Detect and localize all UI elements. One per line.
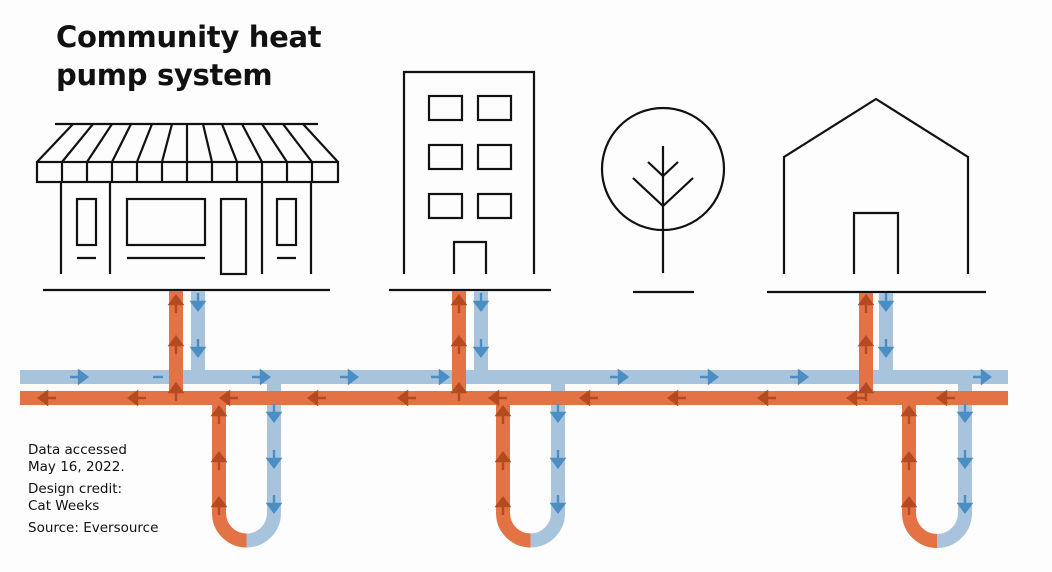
flow-arrow-down — [956, 404, 974, 423]
borehole-bend-cool — [936, 512, 972, 548]
design-credit-name: Cat Weeks — [28, 498, 100, 514]
flow-arrow-up — [900, 405, 918, 424]
storefront-icon — [35, 122, 340, 292]
flow-arrow-up — [167, 335, 185, 354]
flow-arrow-left — [127, 389, 146, 407]
flow-arrow-up — [857, 294, 875, 313]
flow-arrow-down — [265, 495, 283, 514]
source-text: Source: Eversource — [28, 520, 159, 536]
flow-arrow-up — [167, 382, 185, 401]
flow-arrow-down — [472, 339, 490, 358]
flow-arrow-up — [857, 382, 875, 401]
borehole-bend-warm — [212, 512, 248, 548]
flow-arrow-left — [219, 389, 238, 407]
flow-arrow-up — [210, 451, 228, 470]
borehole-bend-warm — [496, 512, 532, 548]
flow-arrow-right — [252, 368, 271, 386]
flow-arrow-down — [472, 293, 490, 312]
flow-arrow-up — [900, 451, 918, 470]
flow-arrow-down — [265, 450, 283, 469]
flow-arrow-down — [956, 450, 974, 469]
flow-arrow-right — [340, 368, 359, 386]
flow-arrow-down — [265, 404, 283, 423]
flow-arrow-right — [973, 368, 992, 386]
flow-arrow-up — [900, 496, 918, 515]
credits-notes: Data accessed May 16, 2022. Design credi… — [28, 442, 158, 542]
flow-arrow-left — [579, 389, 598, 407]
house-icon — [767, 97, 986, 294]
design-credit-label: Design credit: — [28, 481, 123, 497]
flow-arrow-up — [857, 335, 875, 354]
flow-arrow-down — [189, 339, 207, 358]
flow-arrow-up — [494, 451, 512, 470]
title-line-2: pump system — [56, 58, 273, 92]
flow-arrow-up — [494, 496, 512, 515]
flow-arrow-up — [450, 294, 468, 313]
flow-arrow-down — [956, 495, 974, 514]
flow-arrow-left — [397, 389, 416, 407]
flow-arrow-right — [610, 368, 629, 386]
flow-arrow-down — [549, 495, 567, 514]
flow-arrow-left — [846, 389, 865, 407]
title-line-1: Community heat — [56, 20, 322, 54]
borehole-bend-warm — [902, 512, 938, 548]
diagram-title: Community heat pump system — [56, 18, 322, 94]
flow-arrow-up — [450, 335, 468, 354]
flow-arrow-right — [70, 368, 89, 386]
flow-arrow-right — [700, 368, 719, 386]
flow-arrow-up — [450, 382, 468, 401]
flow-arrow-left — [757, 389, 776, 407]
flow-arrow-down — [877, 293, 895, 312]
flow-arrow-down — [549, 404, 567, 423]
flow-arrow-right — [790, 368, 809, 386]
flow-arrow-down — [189, 293, 207, 312]
tree-icon — [600, 106, 726, 294]
flow-arrow-up — [210, 496, 228, 515]
pipe-network — [20, 291, 1008, 548]
borehole-bend-cool — [245, 512, 281, 548]
data-accessed-date: May 16, 2022. — [28, 459, 125, 475]
flow-arrow-down — [877, 339, 895, 358]
flow-arrow-up — [494, 405, 512, 424]
flow-arrow-up — [167, 294, 185, 313]
flow-arrow-up — [210, 405, 228, 424]
flow-arrow-left — [307, 389, 326, 407]
flow-arrow-left — [667, 389, 686, 407]
flow-arrow-down — [549, 450, 567, 469]
borehole-bend-cool — [529, 512, 565, 548]
flow-arrow-left — [936, 389, 955, 407]
flow-arrow-left — [488, 389, 507, 407]
flow-arrow-left — [37, 389, 56, 407]
data-accessed-label: Data accessed — [28, 442, 127, 458]
flow-arrow-right — [431, 368, 450, 386]
apartment-building-icon — [389, 70, 551, 292]
awning-stripes — [36, 123, 339, 182]
